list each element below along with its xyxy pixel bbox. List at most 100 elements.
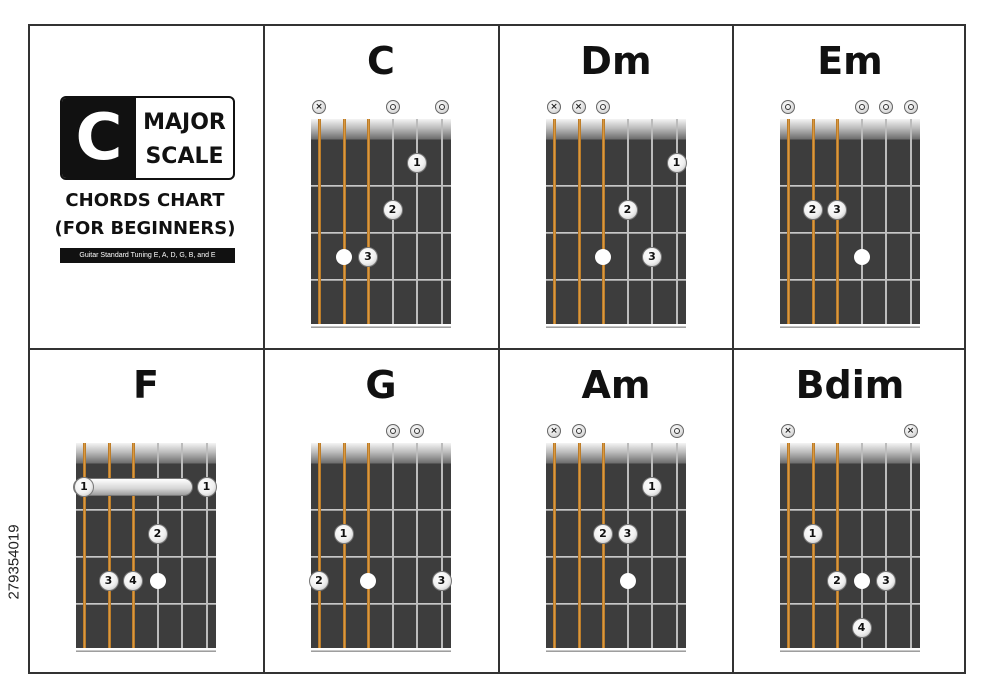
guitar-string — [811, 119, 815, 324]
fret-wire — [311, 650, 451, 652]
guitar-string — [367, 119, 370, 324]
guitar-string — [860, 119, 863, 324]
guitar-string — [577, 443, 581, 648]
guitar-string — [885, 119, 887, 324]
guitar-string — [602, 119, 605, 324]
nut — [311, 443, 451, 464]
fretboard — [780, 119, 920, 324]
finger-dot: 1 — [802, 523, 823, 544]
muted-string-icon: × — [571, 100, 586, 114]
guitar-string — [440, 119, 443, 324]
badge-major: MAJOR — [143, 110, 226, 135]
tuning-strip: Guitar Standard Tuning E, A, D, G, B, an… — [60, 248, 235, 263]
chord-name: Bdim — [795, 363, 905, 407]
guitar-string — [416, 119, 418, 324]
fret-wire — [311, 232, 451, 234]
badge-scale: SCALE — [145, 144, 224, 169]
finger-dot: 1 — [333, 523, 354, 544]
fret-wire — [780, 232, 920, 234]
fretboard — [311, 443, 451, 648]
fret-wire — [546, 232, 686, 234]
open-string-icon — [903, 100, 918, 114]
guitar-string — [675, 119, 678, 324]
finger-dot: 2 — [309, 570, 329, 591]
guitar-string — [602, 443, 605, 648]
fret-wire — [546, 279, 686, 281]
chart-subtitle-note: (FOR BEGINNERS) — [54, 218, 236, 239]
image-id: 279354019 — [5, 524, 23, 600]
chord-name: Am — [581, 363, 651, 407]
guitar-string — [342, 119, 346, 324]
guitar-string — [416, 443, 418, 648]
guitar-string — [318, 443, 321, 648]
fret-wire — [546, 650, 686, 652]
guitar-string — [205, 443, 208, 648]
fret-wire — [311, 185, 451, 187]
fret-wire — [780, 556, 920, 558]
fret-wire — [780, 326, 920, 328]
root-note-dot — [619, 572, 636, 589]
fret-wire — [780, 279, 920, 281]
finger-dot: 2 — [827, 570, 847, 591]
guitar-string — [836, 119, 839, 324]
guitar-string — [811, 443, 815, 648]
guitar-string — [391, 119, 394, 324]
finger-dot: 2 — [802, 199, 823, 220]
fret-wire — [76, 556, 216, 558]
guitar-string — [367, 443, 370, 648]
open-string-icon — [385, 100, 400, 114]
guitar-string — [577, 119, 581, 324]
finger-dot: 1 — [642, 476, 662, 497]
guitar-string — [107, 443, 111, 648]
fret-wire — [76, 650, 216, 652]
open-string-icon — [385, 424, 400, 438]
fret-wire — [76, 603, 216, 605]
guitar-string — [909, 443, 912, 648]
guitar-string — [909, 119, 912, 324]
guitar-string — [626, 443, 629, 648]
guitar-string — [391, 443, 394, 648]
finger-dot: 1 — [196, 476, 217, 497]
fretboard — [311, 119, 451, 324]
nut — [780, 443, 920, 464]
fret-wire — [780, 603, 920, 605]
finger-dot: 1 — [407, 152, 427, 173]
root-note-dot — [595, 248, 611, 265]
guitar-string — [787, 119, 790, 324]
finger-dot: 3 — [827, 199, 847, 220]
fret-wire — [780, 185, 920, 187]
fretboard — [546, 443, 686, 648]
guitar-string — [83, 443, 86, 648]
fret-wire — [76, 509, 216, 511]
finger-dot: 3 — [98, 570, 119, 591]
guitar-string — [440, 443, 443, 648]
root-note-dot — [360, 572, 376, 589]
chord-name: Dm — [580, 39, 652, 83]
key-letter: C — [62, 98, 136, 178]
guitar-string — [651, 119, 653, 324]
guitar-string — [787, 443, 790, 648]
guitar-string — [181, 443, 183, 648]
fret-wire — [546, 556, 686, 558]
finger-dot: 4 — [851, 617, 872, 638]
muted-string-icon: × — [903, 424, 918, 438]
chart-subtitle: CHORDS CHART — [65, 190, 225, 211]
fret-wire — [311, 603, 451, 605]
fret-wire — [311, 326, 451, 328]
fret-wire — [546, 509, 686, 511]
finger-dot: 3 — [876, 570, 896, 591]
open-string-icon — [854, 100, 869, 114]
muted-string-icon: × — [547, 424, 561, 438]
guitar-string — [860, 443, 863, 648]
nut — [76, 443, 216, 464]
finger-dot: 2 — [382, 199, 403, 220]
open-string-icon — [879, 100, 893, 114]
fret-wire — [546, 185, 686, 187]
fretboard — [546, 119, 686, 324]
muted-string-icon: × — [781, 424, 795, 438]
guitar-string — [132, 443, 135, 648]
finger-dot: 1 — [666, 152, 687, 173]
muted-string-icon: × — [312, 100, 326, 114]
guitar-string — [318, 119, 321, 324]
guitar-string — [156, 443, 159, 648]
